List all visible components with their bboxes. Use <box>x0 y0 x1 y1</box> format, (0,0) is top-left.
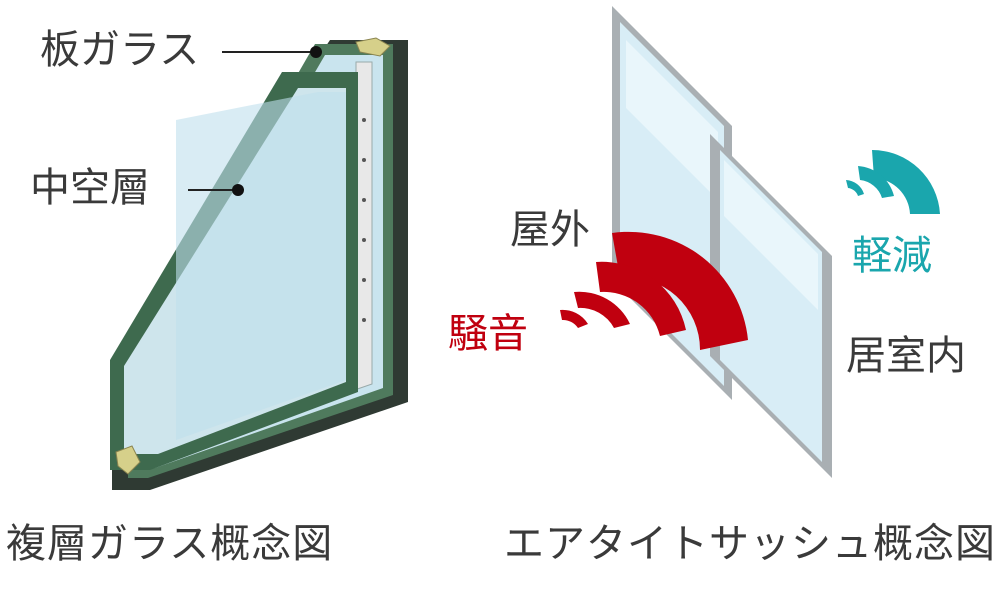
sealant-top <box>355 37 391 57</box>
caption-airtight-sash: エアタイトサッシュ概念図 <box>504 521 996 567</box>
label-noise: 騒音 <box>448 311 528 357</box>
label-outdoor: 屋外 <box>510 207 590 253</box>
label-cavity: 中空層 <box>30 165 150 211</box>
label-glass-pane: 板ガラス <box>40 27 200 73</box>
caption-double-glazing: 複層ガラス概念図 <box>6 521 334 567</box>
label-reduced: 軽減 <box>852 233 932 279</box>
leader-pane-dot <box>310 46 322 58</box>
sealant-bottom <box>115 445 141 475</box>
reduced-waves <box>846 149 940 214</box>
noise-waves <box>560 231 748 350</box>
leader-cavity-dot <box>232 184 244 196</box>
label-indoor: 居室内 <box>846 333 966 379</box>
